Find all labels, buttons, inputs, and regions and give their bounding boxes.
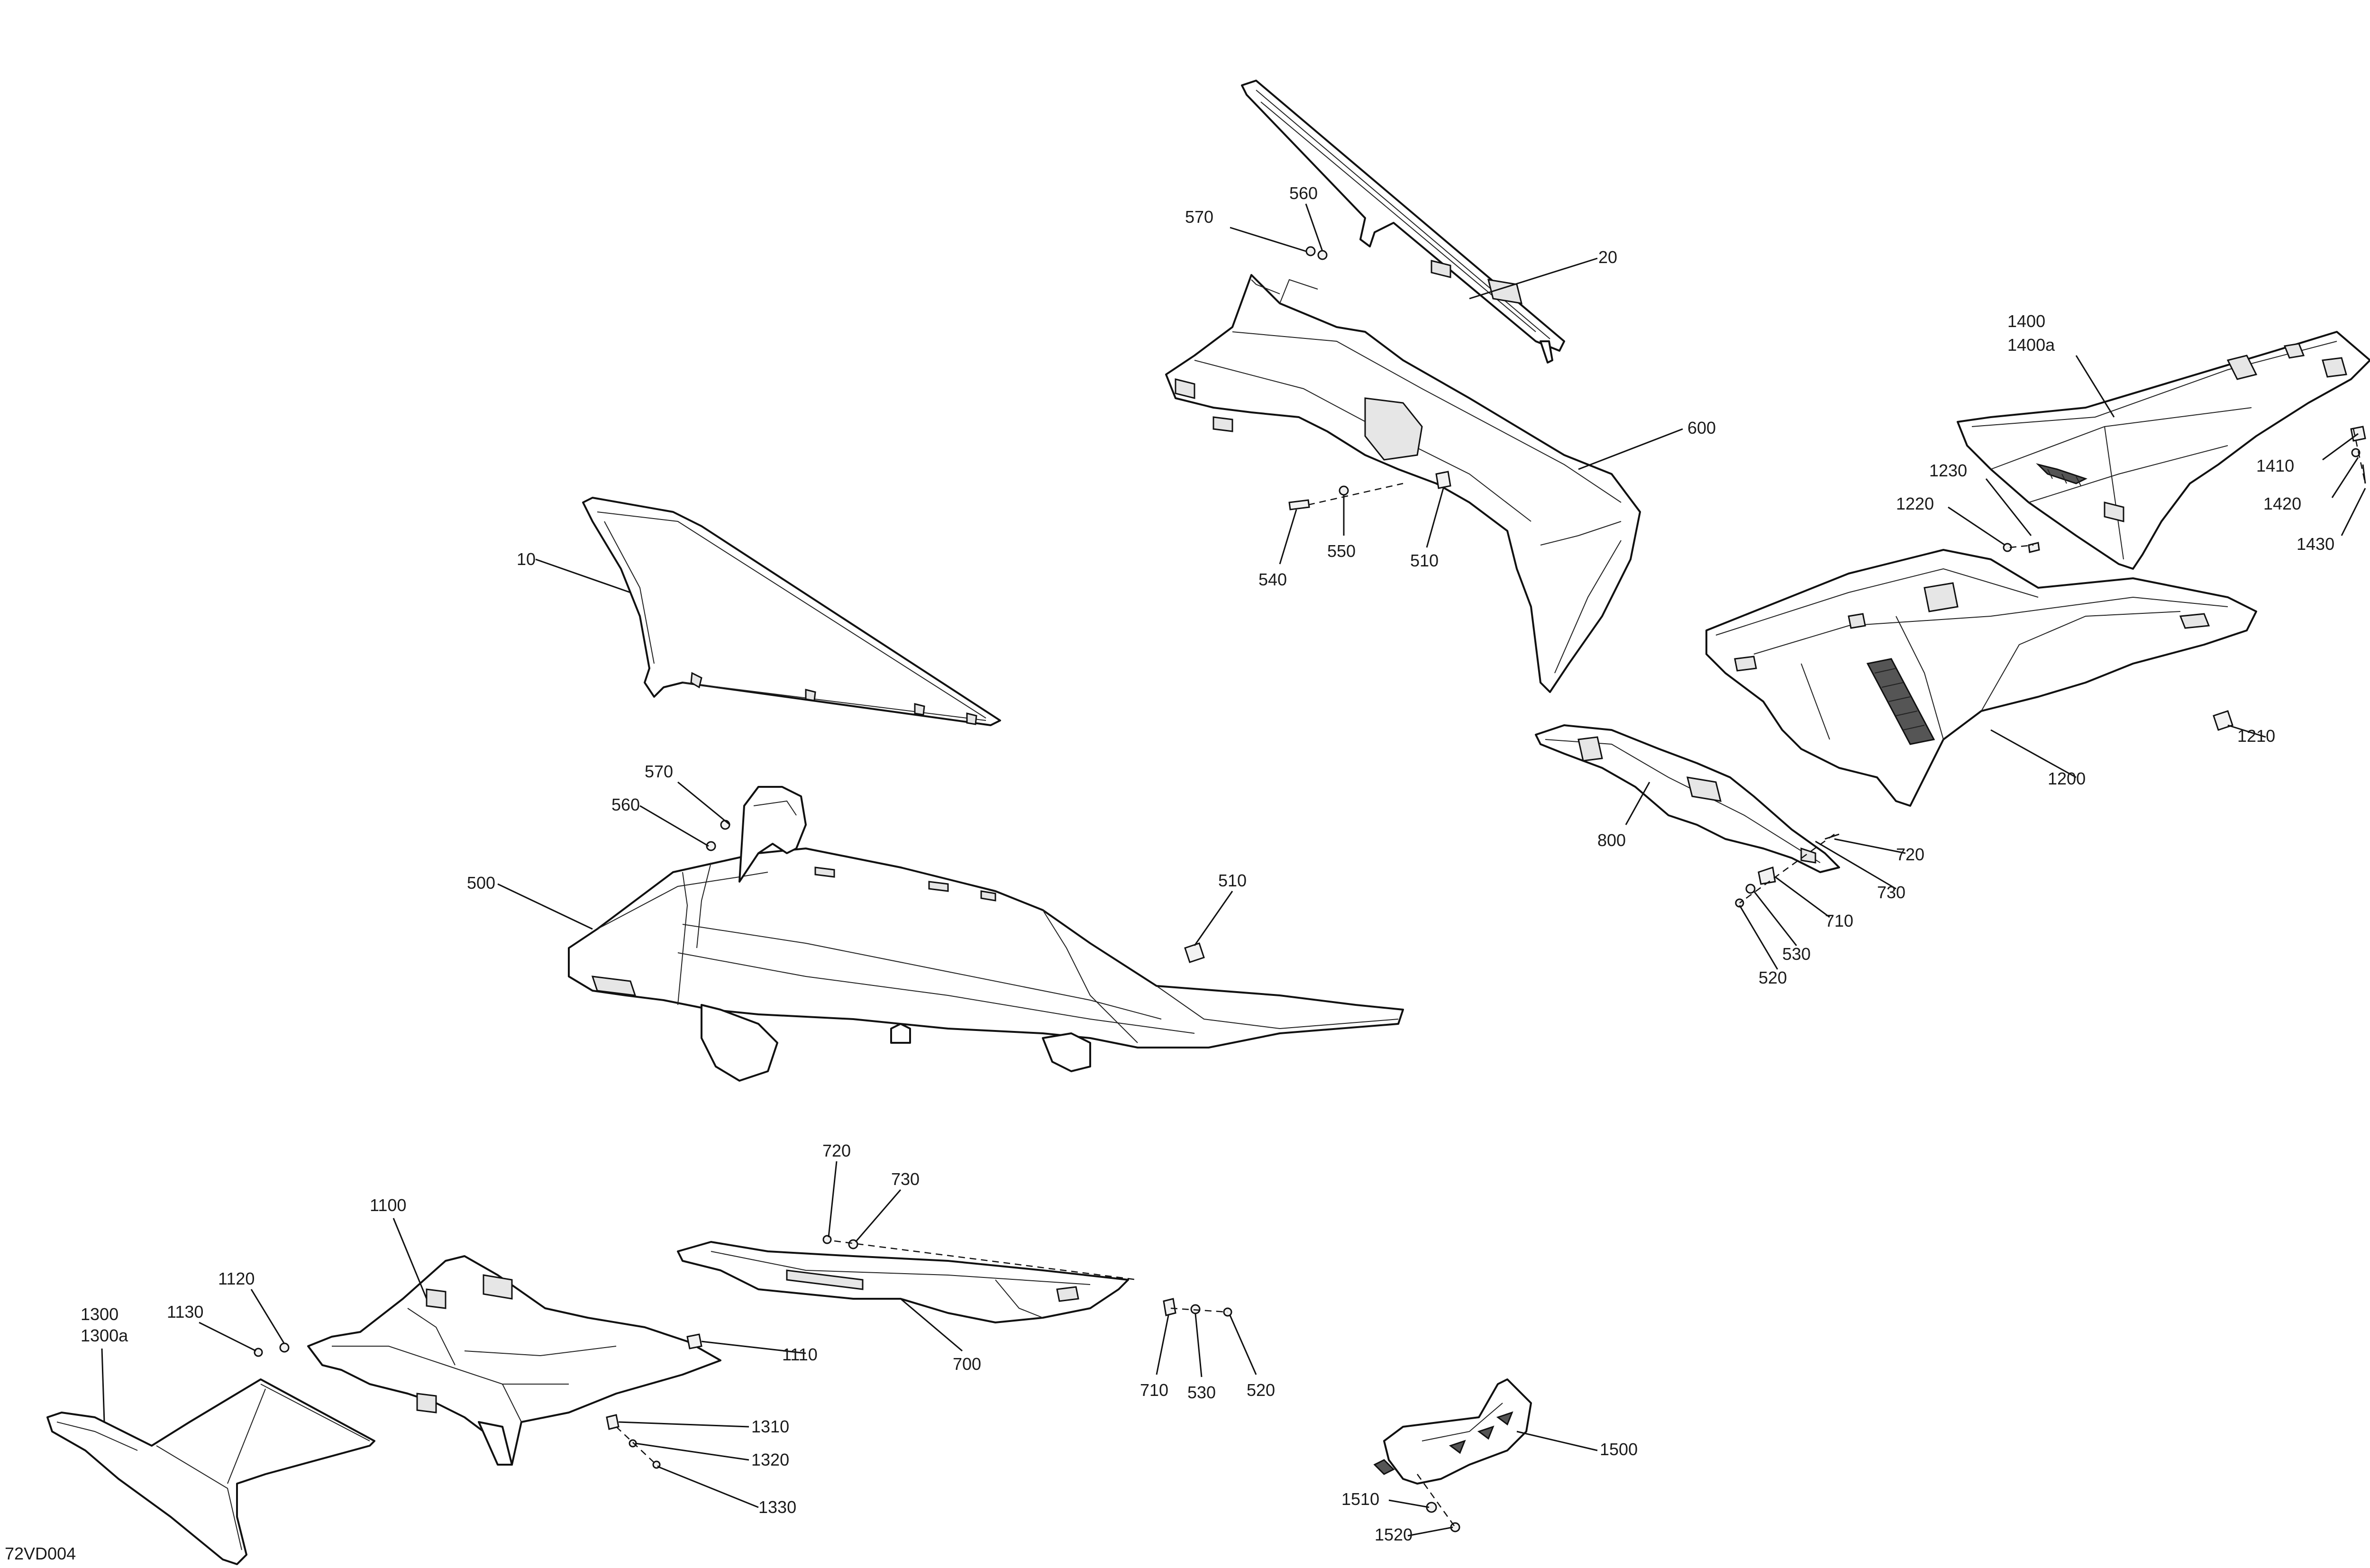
- callout-560: 560: [611, 795, 640, 814]
- part-1500-bracket: [1373, 1378, 1532, 1485]
- callout-800: 800: [1597, 830, 1626, 850]
- callout-520: 520: [1247, 1380, 1275, 1400]
- callout-labels: 20 560 570 600 540 550 510 10 570 560 50…: [5, 183, 2334, 1563]
- callout-1130: 1130: [167, 1302, 203, 1322]
- callout-1400: 1400: [2007, 311, 2045, 331]
- callout-1310: 1310: [751, 1417, 789, 1436]
- part-600-console-panel: [1165, 274, 1641, 693]
- callout-730: 730: [1877, 883, 1905, 902]
- part-10-side-panel: [582, 497, 1001, 726]
- callout-540: 540: [1258, 570, 1287, 589]
- part-500-body-panel: [568, 786, 1404, 1082]
- callout-720: 720: [822, 1141, 851, 1160]
- callout-1200: 1200: [2048, 769, 2086, 788]
- part-1200-tray-panel: [1705, 549, 2257, 807]
- callout-1230: 1230: [1929, 461, 1967, 480]
- callout-530: 530: [1187, 1383, 1216, 1402]
- callout-570: 570: [645, 762, 673, 781]
- callout-20: 20: [1598, 247, 1617, 267]
- callout-1120: 1120: [218, 1269, 255, 1288]
- callout-1510: 1510: [1341, 1489, 1379, 1509]
- callout-10: 10: [517, 549, 536, 569]
- callout-510: 510: [1410, 551, 1439, 570]
- callout-570: 570: [1185, 207, 1213, 227]
- callout-560: 560: [1289, 183, 1318, 203]
- part-800-bracket: [1535, 724, 1840, 873]
- callout-1430: 1430: [2297, 534, 2334, 554]
- leader-lines: [101, 203, 2366, 1537]
- callout-1330: 1330: [758, 1497, 796, 1517]
- callout-500: 500: [467, 873, 495, 893]
- part-1300-side-panel: [46, 1378, 375, 1565]
- callout-1500: 1500: [1600, 1440, 1638, 1459]
- callout-550: 550: [1327, 541, 1356, 561]
- callout-1220: 1220: [1896, 494, 1934, 513]
- callout-1400a: 1400a: [2007, 335, 2055, 355]
- callout-730: 730: [891, 1169, 920, 1189]
- callout-700: 700: [953, 1354, 981, 1374]
- callout-710: 710: [1140, 1380, 1168, 1400]
- callout-1410: 1410: [2256, 456, 2294, 475]
- callout-1520: 1520: [1375, 1525, 1413, 1544]
- callout-720: 720: [1896, 845, 1924, 864]
- callout-1420: 1420: [2263, 494, 2301, 513]
- part-1100-lower-console: [307, 1255, 721, 1466]
- callout-1320: 1320: [751, 1450, 789, 1469]
- part-20-trim-strip: [1241, 80, 1565, 364]
- callout-1300: 1300: [81, 1304, 118, 1324]
- part-700-lower-trim: [677, 1241, 1129, 1323]
- hardware-items: [254, 246, 2366, 1532]
- callout-1300a: 1300a: [81, 1326, 128, 1345]
- callout-520: 520: [1759, 968, 1787, 987]
- callout-1210: 1210: [2237, 726, 2275, 746]
- callout-600: 600: [1687, 418, 1716, 438]
- callout-530: 530: [1782, 944, 1811, 964]
- callout-1110: 1110: [782, 1345, 818, 1364]
- diagram-code: 72VD004: [5, 1544, 76, 1563]
- part-1400-upper-panel: [1957, 331, 2370, 570]
- callout-510: 510: [1218, 871, 1247, 890]
- callout-1100: 1100: [370, 1195, 406, 1215]
- callout-710: 710: [1825, 911, 1853, 930]
